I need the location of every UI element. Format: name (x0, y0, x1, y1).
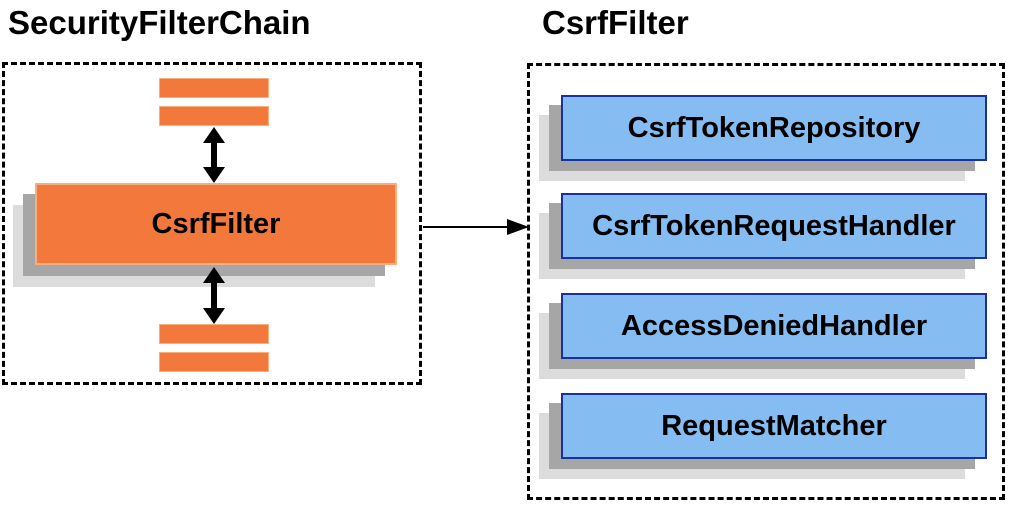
arrow-right-icon (423, 217, 529, 237)
filter-placeholder-bar (159, 352, 269, 372)
filter-placeholder-bar (159, 106, 269, 126)
csrf-filter-node-label: CsrfFilter (151, 207, 281, 240)
component-label: AccessDeniedHandler (620, 309, 928, 342)
security-filter-chain-title: SecurityFilterChain (8, 4, 311, 41)
filter-placeholder-bar (159, 324, 269, 344)
component-box-access-denied-handler: AccessDeniedHandler (561, 293, 987, 359)
component-box-csrf-token-request-handler: CsrfTokenRequestHandler (561, 193, 987, 259)
security-filter-chain-group (2, 62, 422, 385)
component-label: RequestMatcher (661, 409, 887, 442)
csrf-filter-group (527, 63, 1005, 500)
filter-placeholder-bar (159, 78, 269, 98)
component-box-csrf-token-repository: CsrfTokenRepository (561, 95, 987, 161)
component-label: CsrfTokenRequestHandler (592, 209, 956, 242)
component-label: CsrfTokenRepository (627, 111, 921, 144)
csrf-filter-node: CsrfFilter (35, 183, 397, 265)
double-arrow-icon (202, 127, 226, 183)
csrf-filter-title: CsrfFilter (542, 4, 689, 41)
double-arrow-icon (202, 267, 226, 324)
component-box-request-matcher: RequestMatcher (561, 393, 987, 459)
